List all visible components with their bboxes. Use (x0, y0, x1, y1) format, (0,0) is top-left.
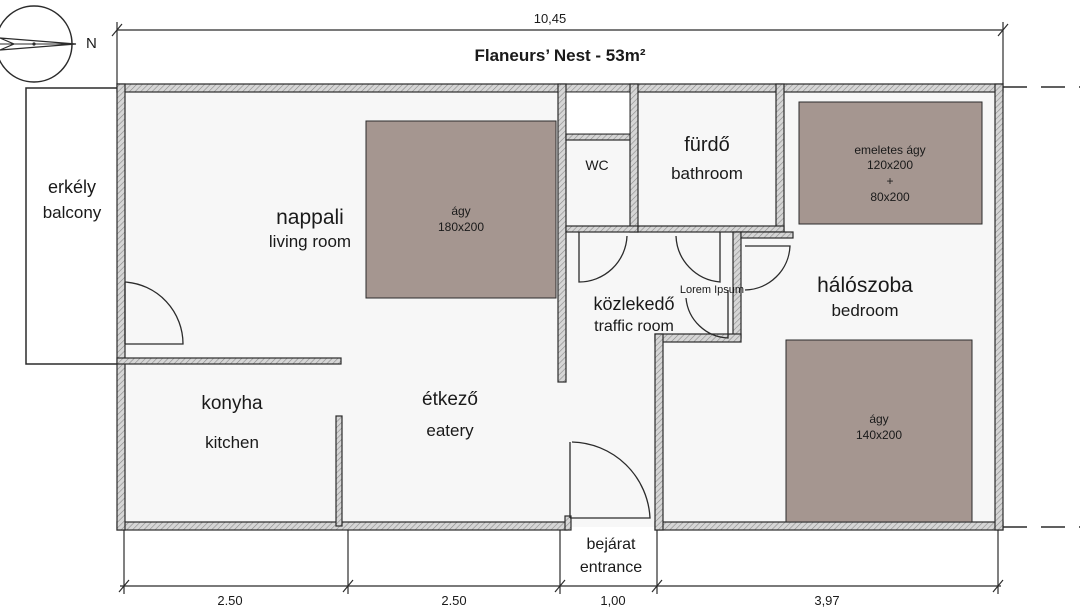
wc-box (565, 91, 631, 135)
bed-living-name: ágy (451, 204, 471, 218)
room-traffic-hu: közlekedő (593, 294, 675, 314)
dim-segment-1: 2.50 (217, 593, 243, 608)
bunk-bed-plus: + (886, 174, 894, 188)
room-kitchen-en: kitchen (205, 433, 259, 452)
room-balcony-hu: erkély (47, 177, 96, 197)
room-bedroom-hu: hálószoba (817, 274, 913, 297)
bunk-bed-size-1: 120x200 (866, 158, 914, 172)
dim-segment-2: 2.50 (441, 593, 467, 608)
room-kitchen-hu: konyha (201, 393, 263, 414)
walls (116, 83, 1004, 531)
extension-lines-right (1003, 86, 1080, 528)
bunk-bed-size-2: 80x200 (870, 190, 910, 204)
dim-total-width: 10,45 (533, 11, 567, 26)
wc-label: WC (585, 157, 609, 173)
room-entrance-en: entrance (579, 559, 643, 576)
traffic-note: Lorem Ipsum (679, 284, 745, 296)
room-bedroom-en: bedroom (831, 301, 899, 320)
compass-north-label: N (86, 35, 97, 52)
bed-bedroom-name: ágy (869, 412, 889, 426)
room-living-hu: nappali (276, 206, 344, 229)
room-entrance-hu: bejárat (586, 536, 636, 553)
room-bathroom-en: bathroom (671, 164, 743, 183)
bed-living-room (365, 120, 557, 299)
room-eatery-hu: étkező (422, 389, 478, 410)
room-eatery-en: eatery (426, 421, 474, 440)
dim-segment-3: 1,00 (600, 593, 626, 608)
dim-segment-4: 3,97 (814, 593, 840, 608)
bunk-bed-name: emeletes ágy (854, 143, 926, 157)
room-balcony-en: balcony (42, 203, 102, 222)
room-living-en: living room (268, 232, 352, 251)
dimension-line-top (111, 22, 1009, 84)
balcony-area (25, 87, 119, 365)
bed-bedroom-size: 140x200 (855, 428, 903, 442)
bunk-bed (798, 101, 983, 225)
plan-title: Flaneurs’ Nest - 53m² (474, 46, 646, 65)
room-traffic-en: traffic room (594, 318, 674, 335)
room-bathroom-hu: fürdő (684, 134, 730, 156)
bed-bedroom (785, 339, 973, 523)
bed-living-size: 180x200 (437, 220, 485, 234)
dimension-line-bottom (118, 530, 1004, 594)
doors (124, 232, 791, 519)
compass-icon (0, 5, 77, 83)
